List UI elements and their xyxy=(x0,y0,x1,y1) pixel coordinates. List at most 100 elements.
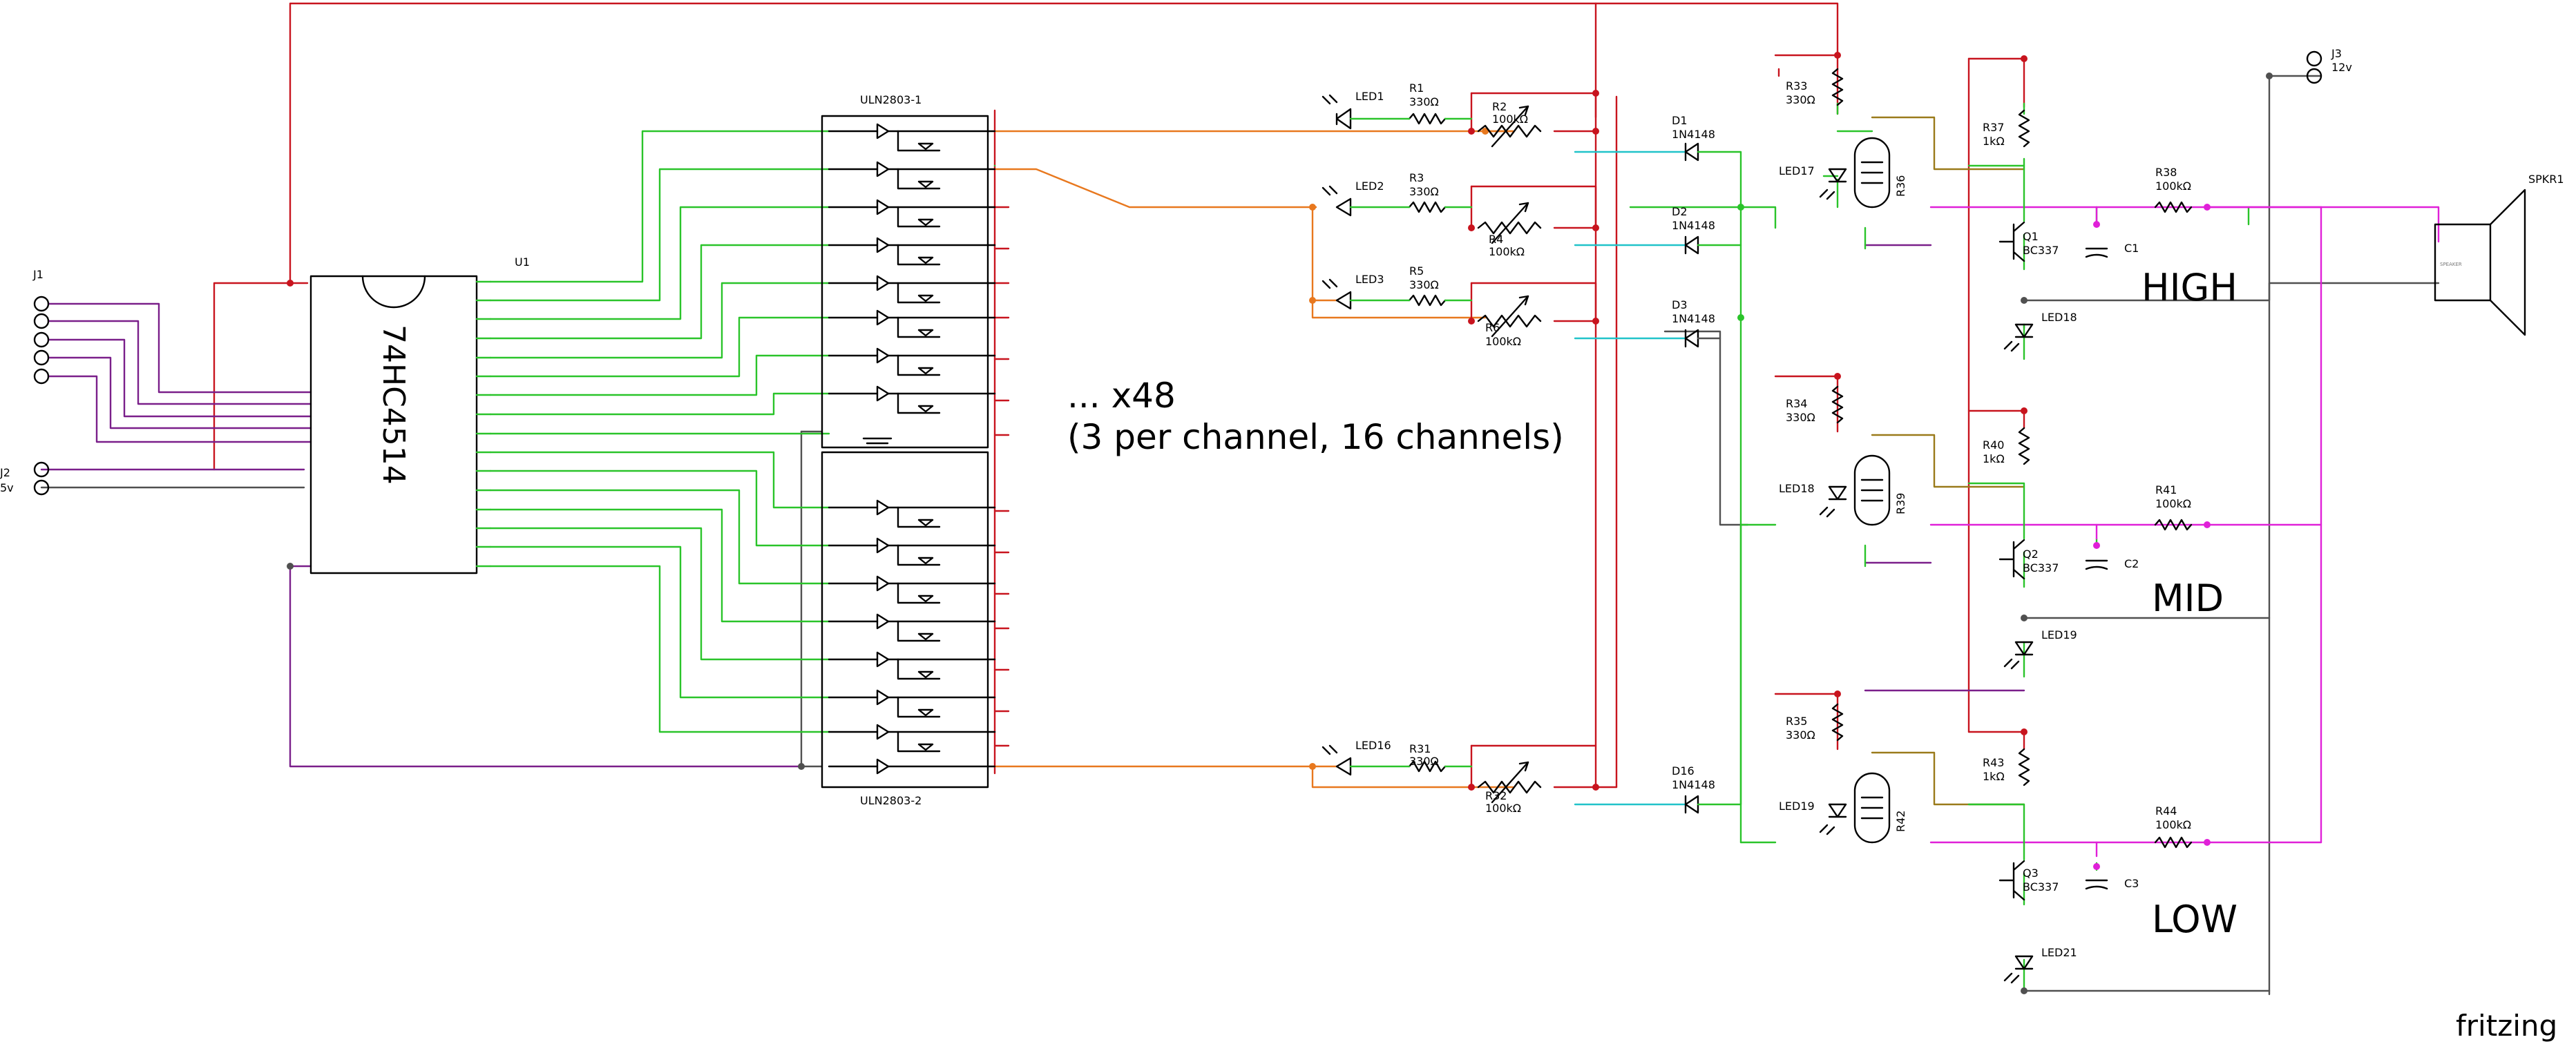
band-low-capacitor: C3 xyxy=(2124,877,2139,890)
connector-j1: J1 xyxy=(32,268,50,385)
channel-3-pot-value: 100kΩ xyxy=(1485,335,1521,348)
band-high-capacitor: C1 xyxy=(2124,242,2139,255)
decoder-ref: U1 xyxy=(515,255,530,269)
ground-net xyxy=(40,75,2440,996)
driver-ic-uln2803-2: ULN2803-2 xyxy=(821,451,996,807)
channel-3-led: LED3 xyxy=(1355,273,1384,286)
speaker-label: SPKR1 xyxy=(2528,173,2564,186)
channel-16-pot-value: 100kΩ xyxy=(1485,802,1521,815)
band-high-input-led: LED17 xyxy=(1779,164,1815,177)
channel-3: LED3 R5 330Ω R6 100kΩ D3 1N4148 xyxy=(1322,264,1721,348)
channel-2-pot-value: 100kΩ xyxy=(1489,245,1525,258)
band-high-label: HIGH xyxy=(2141,266,2238,309)
channel-2-resistor-value: 330Ω xyxy=(1409,185,1439,198)
band-high-ldr: R36 xyxy=(1894,175,1907,197)
driver2-label: ULN2803-2 xyxy=(860,794,922,807)
band-low-output-resistor: R44 xyxy=(2155,804,2177,818)
band-mid: R34 330Ω LED18 R39 R40 1kΩ R41 100kΩ Q2 … xyxy=(1779,385,2224,670)
speaker-body-label: SPEAKER xyxy=(2440,262,2462,267)
channel-2-led: LED2 xyxy=(1355,180,1384,193)
channel-3-pot: R6 xyxy=(1485,321,1500,334)
band-mid-transistor-value: BC337 xyxy=(2023,561,2059,574)
speaker-spkr1: SPKR1 SPEAKER xyxy=(2434,173,2564,336)
connector-j2: J2 5v xyxy=(0,461,50,496)
band-mid-capacitor: C2 xyxy=(2124,557,2139,570)
diode-inputs xyxy=(1574,151,1687,806)
channel-3-resistor-value: 330Ω xyxy=(1409,278,1439,291)
band-mid-led-resistor: R34 xyxy=(1786,397,1807,410)
channel-16-diode-value: 1N4148 xyxy=(1672,778,1715,791)
channel-2-diode: D2 xyxy=(1672,205,1688,218)
channel-1-diode-value: 1N4148 xyxy=(1672,128,1715,141)
j1-label: J1 xyxy=(32,268,44,281)
band-high-transistor: Q1 xyxy=(2023,230,2039,243)
band-low-label: LOW xyxy=(2152,898,2238,941)
decoder-outputs xyxy=(489,102,2250,989)
channel-1-led: LED1 xyxy=(1355,90,1384,103)
band-low-pull-resistor: R43 xyxy=(1983,756,2004,769)
band-low-output-led: LED21 xyxy=(2041,946,2077,959)
j3-label: J3 xyxy=(2331,47,2342,60)
channel-3-resistor: R5 xyxy=(1409,264,1424,278)
channel-2-diode-value: 1N4148 xyxy=(1672,219,1715,232)
note-line-2: (3 per channel, 16 channels) xyxy=(1067,417,1564,457)
channel-1-resistor-value: 330Ω xyxy=(1409,95,1439,108)
channel-16-diode: D16 xyxy=(1672,764,1695,777)
band-high: R33 330Ω LED17 R36 R37 1kΩ R38 100kΩ Q1 … xyxy=(1779,68,2238,352)
channel-1: LED1 R1 330Ω R2 100kΩ D1 1N4148 xyxy=(1322,81,1742,209)
channel-1-pot: R2 xyxy=(1492,100,1507,113)
band-high-led-resistor-value: 330Ω xyxy=(1786,93,1815,106)
band-mid-label: MID xyxy=(2152,577,2224,620)
wire-network xyxy=(40,2,2440,996)
band-low-led-resistor-value: 330Ω xyxy=(1786,728,1815,742)
band-mid-output-resistor-value: 100kΩ xyxy=(2155,497,2191,510)
j3-value: 12v xyxy=(2331,61,2352,74)
connector-j3: J3 12v xyxy=(2306,47,2352,84)
channel-1-diode: D1 xyxy=(1672,114,1688,127)
band-low-transistor-value: BC337 xyxy=(2023,880,2059,893)
band-mid-output-led: LED19 xyxy=(2041,628,2077,641)
decoder-ic-u1: 74HC4514 U1 xyxy=(309,255,530,574)
band-mid-input-led: LED18 xyxy=(1779,482,1815,495)
band-low-input-led: LED19 xyxy=(1779,800,1815,813)
band-low-output-resistor-value: 100kΩ xyxy=(2155,818,2191,831)
fritzing-logo: fritzing xyxy=(2456,1009,2557,1043)
channel-16-pot: R32 xyxy=(1485,789,1507,802)
channel-16-led: LED16 xyxy=(1355,739,1391,752)
power-rail xyxy=(213,2,2025,789)
channel-3-diode-value: 1N4148 xyxy=(1672,312,1715,325)
band-low-transistor: Q3 xyxy=(2023,867,2039,880)
band-mid-transistor: Q2 xyxy=(2023,548,2039,561)
j2-label: J2 xyxy=(0,466,10,479)
band-mid-pull-resistor-value: 1kΩ xyxy=(1983,452,2005,465)
audio-bus xyxy=(1929,206,2440,858)
note-line-1: ... x48 xyxy=(1067,376,1176,416)
channel-16-resistor-value: 330Ω xyxy=(1409,755,1439,768)
band-high-output-resistor: R38 xyxy=(2155,166,2177,179)
junction-dots xyxy=(287,52,2273,994)
j2-value: 5v xyxy=(0,481,14,494)
band-high-output-led: LED18 xyxy=(2041,311,2077,324)
band-mid-led-resistor-value: 330Ω xyxy=(1786,411,1815,424)
band-mid-ldr: R39 xyxy=(1894,493,1907,514)
driver-ic-uln2803-1: ULN2803-1 xyxy=(821,93,996,449)
band-high-pull-resistor-value: 1kΩ xyxy=(1983,135,2005,148)
band-low-ldr: R42 xyxy=(1894,811,1907,832)
driver1-label: ULN2803-1 xyxy=(860,93,922,106)
channel-2: LED2 R3 330Ω R4 100kΩ D2 1N4148 xyxy=(1322,171,1742,258)
channel-16: LED16 R31 330Ω R32 100kΩ D16 1N4148 xyxy=(1322,523,1742,815)
channel-2-resistor: R3 xyxy=(1409,171,1424,184)
decoder-part-number: 74HC4514 xyxy=(376,325,411,485)
band-mid-output-resistor: R41 xyxy=(2155,483,2177,496)
band-high-transistor-value: BC337 xyxy=(2023,244,2059,257)
channel-2-pot: R4 xyxy=(1489,233,1503,246)
channel-1-pot-value: 100kΩ xyxy=(1492,113,1528,126)
band-low-led-resistor: R35 xyxy=(1786,715,1807,728)
band-high-led-resistor: R33 xyxy=(1786,79,1807,93)
driver-outputs xyxy=(993,130,1514,789)
band-high-pull-resistor: R37 xyxy=(1983,121,2004,134)
channel-3-diode: D3 xyxy=(1672,298,1688,311)
band-low: R35 330Ω LED19 R42 R43 1kΩ R44 100kΩ Q3 … xyxy=(1779,703,2238,984)
band-mid-pull-resistor: R40 xyxy=(1983,438,2004,452)
